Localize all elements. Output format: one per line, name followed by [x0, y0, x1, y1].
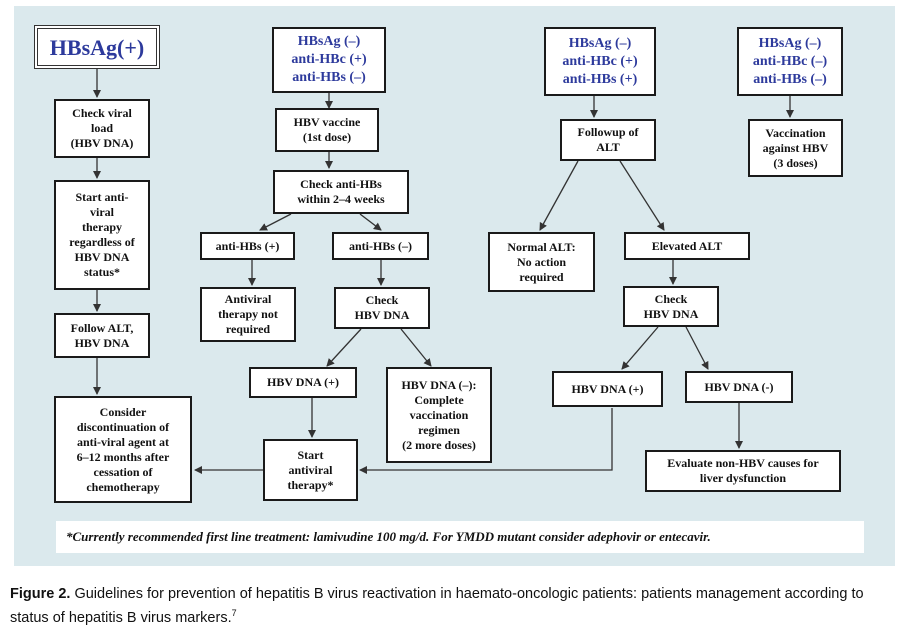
- check-viral-load-box: Check viral load (HBV DNA): [54, 99, 150, 158]
- follow-alt-dna-box: Follow ALT, HBV DNA: [54, 313, 150, 358]
- antiviral-not-required-box: Antiviral therapy not required: [200, 287, 296, 342]
- check-hbv-dna-col2-box: Check HBV DNA: [334, 287, 430, 329]
- markers-col4-box: HBsAg (–) anti-HBc (–) anti-HBs (–): [737, 27, 843, 96]
- footnote: *Currently recommended first line treatm…: [56, 521, 864, 553]
- followup-alt-box: Followup of ALT: [560, 119, 656, 161]
- arrow: [359, 408, 613, 474]
- arrow: [259, 213, 292, 231]
- evaluate-non-hbv-box: Evaluate non-HBV causes for liver dysfun…: [645, 450, 841, 492]
- antihbs-negative-box: anti-HBs (–): [332, 232, 429, 260]
- arrow: [685, 326, 709, 370]
- arrow: [619, 160, 665, 231]
- normal-alt-box: Normal ALT: No action required: [488, 232, 595, 292]
- arrow: [400, 328, 432, 367]
- start-antiviral-therapy-box: Start antiviral therapy*: [263, 439, 358, 501]
- start-antiviral-regardless-box: Start anti- viral therapy regardless of …: [54, 180, 150, 290]
- arrow: [539, 160, 579, 231]
- hbv-dna-negative-col3-box: HBV DNA (-): [685, 371, 793, 403]
- markers-col2-box: HBsAg (–) anti-HBc (+) anti-HBs (–): [272, 27, 386, 93]
- caption-reference: 7: [231, 608, 237, 618]
- arrow: [621, 326, 659, 370]
- hbsag-positive-box: HBsAg(+): [34, 25, 160, 69]
- arrow: [326, 328, 362, 367]
- hbv-vaccine-box: HBV vaccine (1st dose): [275, 108, 379, 152]
- hbv-dna-positive-col2-box: HBV DNA (+): [249, 367, 357, 398]
- caption-text: Guidelines for prevention of hepatitis B…: [10, 586, 864, 626]
- check-hbv-dna-col3-box: Check HBV DNA: [623, 286, 719, 327]
- figure-caption: Figure 2. Guidelines for prevention of h…: [10, 585, 902, 628]
- caption-label: Figure 2.: [10, 586, 71, 602]
- hbv-dna-positive-col3-box: HBV DNA (+): [552, 371, 663, 407]
- consider-discontinuation-box: Consider discontinuation of anti-viral a…: [54, 396, 192, 503]
- markers-col3-box: HBsAg (–) anti-HBc (+) anti-HBs (+): [544, 27, 656, 96]
- vaccination-3doses-box: Vaccination against HBV (3 doses): [748, 119, 843, 177]
- hbv-dna-negative-col2-box: HBV DNA (–): Complete vaccination regime…: [386, 367, 492, 463]
- antihbs-positive-box: anti-HBs (+): [200, 232, 295, 260]
- arrow: [359, 213, 382, 231]
- elevated-alt-box: Elevated ALT: [624, 232, 750, 260]
- check-antihbs-box: Check anti-HBs within 2–4 weeks: [273, 170, 409, 214]
